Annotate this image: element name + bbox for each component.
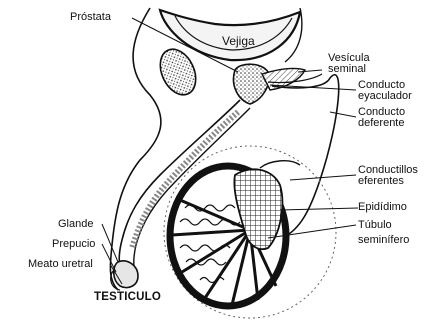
label-conductillos-eferentes-2: eferentes [358, 176, 404, 187]
label-conducto-deferente-2: deferente [358, 118, 404, 129]
label-epididimo: Epidídimo [358, 202, 407, 213]
label-vesicula-seminal-2: seminal [328, 64, 366, 75]
label-meato-uretral: Meato uretral [28, 259, 93, 270]
pubic-bone [153, 43, 202, 100]
label-prepucio: Prepucio [52, 239, 95, 250]
label-tubulo-seminifero-1: Túbulo [358, 220, 392, 231]
efferent-ducts [260, 161, 300, 168]
label-testiculo: TESTICULO [94, 292, 161, 303]
glans [114, 261, 138, 288]
label-glande: Glande [58, 219, 93, 230]
label-conducto-eyaculador-2: eyaculador [358, 91, 412, 102]
prostate [233, 64, 268, 104]
label-prostata: Próstata [70, 12, 111, 23]
label-vejiga: Vejiga [222, 36, 255, 47]
label-tubulo-seminifero-2: seminífero [358, 235, 409, 246]
